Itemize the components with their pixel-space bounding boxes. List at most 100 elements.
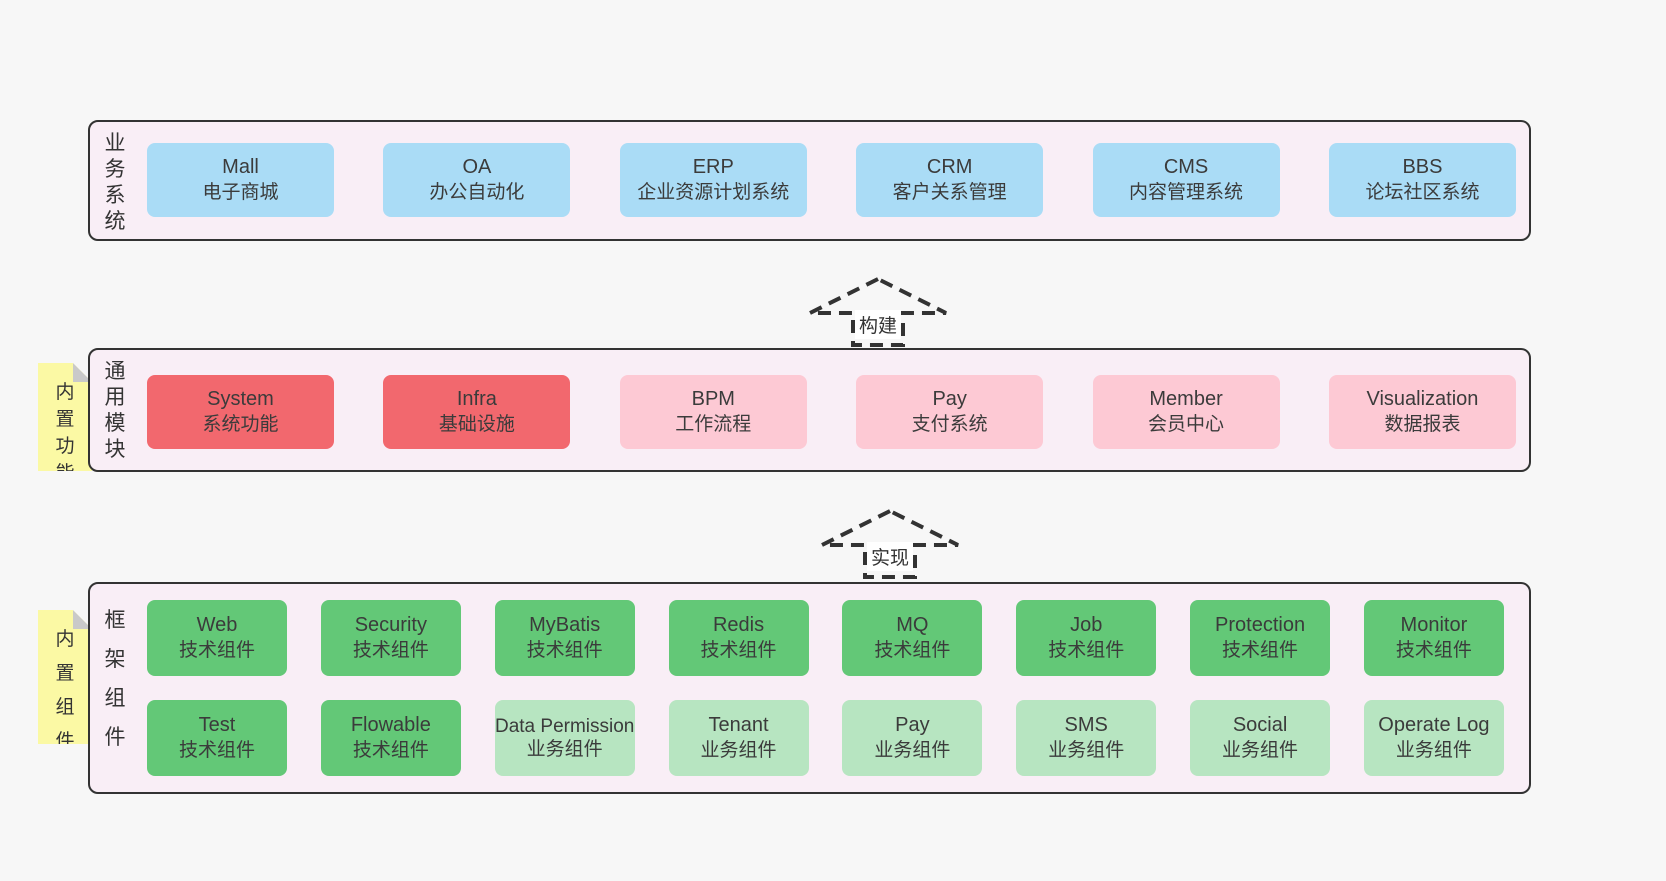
framework-row-2: Test 技术组件 Flowable 技术组件 Data Permission … <box>147 700 1504 776</box>
box-subtitle: 技术组件 <box>1048 640 1125 661</box>
implement-arrow: 实现 <box>820 508 960 579</box>
box-oa: OA 办公自动化 <box>383 143 571 217</box>
box-title: ERP <box>692 156 734 178</box>
box-title: BPM <box>691 388 735 410</box>
build-arrow: 构建 <box>808 276 948 347</box>
box-subtitle: 客户关系管理 <box>892 182 1007 203</box>
framework-components-label: 框架组件 <box>104 609 126 749</box>
box-title: Operate Log <box>1378 714 1490 736</box>
box-title: CRM <box>926 156 973 178</box>
box-erp: ERP 企业资源计划系统 <box>619 143 807 217</box>
box-subtitle: 业务组件 <box>1048 740 1125 761</box>
box-test: Test 技术组件 <box>147 700 287 776</box>
box-subtitle: 技术组件 <box>352 640 429 661</box>
box-subtitle: 企业资源计划系统 <box>637 182 790 203</box>
box-title: MQ <box>896 614 929 636</box>
box-subtitle: 技术组件 <box>700 640 777 661</box>
box-title: Tenant <box>708 714 769 736</box>
box-title: Redis <box>712 614 765 636</box>
implement-arrow-icon <box>821 508 959 579</box>
box-subtitle: 技术组件 <box>1222 640 1299 661</box>
box-mybatis: MyBatis 技术组件 <box>494 600 635 676</box>
box-title: Flowable <box>350 714 431 736</box>
business-systems-row: Mall 电子商城 OA 办公自动化 ERP 企业资源计划系统 CRM 客户关系… <box>147 143 1516 217</box>
box-title: Pay <box>932 388 967 410</box>
framework-row-1: Web 技术组件 Security 技术组件 MyBatis 技术组件 Redi… <box>147 600 1504 676</box>
box-subtitle: 技术组件 <box>352 740 429 761</box>
box-subtitle: 内容管理系统 <box>1129 182 1244 203</box>
box-flowable: Flowable 技术组件 <box>320 700 461 776</box>
box-data-permission: Data Permission 业务组件 <box>494 700 635 776</box>
common-modules-panel: 通用模块 System 系统功能 Infra 基础设施 BPM 工作流程 Pay… <box>88 348 1531 472</box>
box-title: Data Permission <box>494 716 635 737</box>
box-title: Protection <box>1215 614 1306 636</box>
box-subtitle: 论坛社区系统 <box>1365 182 1480 203</box>
box-subtitle: 电子商城 <box>202 182 279 203</box>
box-protection: Protection 技术组件 <box>1190 600 1331 676</box>
box-mall: Mall 电子商城 <box>147 143 334 217</box>
box-bpm: BPM 工作流程 <box>619 375 807 449</box>
box-title: Visualization <box>1366 388 1479 410</box>
business-systems-label: 业务系统 <box>104 132 126 233</box>
box-sms: SMS 业务组件 <box>1016 700 1157 776</box>
box-subtitle: 基础设施 <box>438 414 515 435</box>
box-title: Member <box>1149 388 1223 410</box>
box-title: Web <box>196 614 238 636</box>
box-subtitle: 业务组件 <box>874 740 951 761</box>
box-web: Web 技术组件 <box>147 600 287 676</box>
box-title: OA <box>462 156 492 178</box>
box-subtitle: 业务组件 <box>526 739 603 760</box>
box-bbs: BBS 论坛社区系统 <box>1328 143 1516 217</box>
box-operate-log: Operate Log 业务组件 <box>1363 700 1504 776</box>
box-subtitle: 工作流程 <box>675 414 752 435</box>
box-security: Security 技术组件 <box>320 600 461 676</box>
framework-components-panel: 框架组件 Web 技术组件 Security 技术组件 MyBatis 技术组件… <box>88 582 1531 794</box>
box-subtitle: 业务组件 <box>1395 740 1472 761</box>
box-title: System <box>207 388 274 410</box>
box-title: Pay <box>895 714 930 736</box>
box-subtitle: 办公自动化 <box>429 182 525 203</box>
box-crm: CRM 客户关系管理 <box>856 143 1044 217</box>
box-subtitle: 业务组件 <box>1222 740 1299 761</box>
box-subtitle: 技术组件 <box>178 740 255 761</box>
box-subtitle: 技术组件 <box>874 640 951 661</box>
box-title: BBS <box>1402 156 1443 178</box>
box-title: Mall <box>222 156 259 178</box>
box-title: Job <box>1070 614 1103 636</box>
box-subtitle: 业务组件 <box>700 740 777 761</box>
box-mq: MQ 技术组件 <box>842 600 983 676</box>
box-social: Social 业务组件 <box>1190 700 1331 776</box>
box-subtitle: 数据报表 <box>1384 414 1461 435</box>
box-pay-component: Pay 业务组件 <box>842 700 983 776</box>
common-modules-row: System 系统功能 Infra 基础设施 BPM 工作流程 Pay 支付系统… <box>147 375 1516 449</box>
box-visualization: Visualization 数据报表 <box>1328 375 1516 449</box>
build-arrow-label: 构建 <box>854 310 902 339</box>
box-system: System 系统功能 <box>147 375 334 449</box>
box-infra: Infra 基础设施 <box>383 375 571 449</box>
business-systems-panel: 业务系统 Mall 电子商城 OA 办公自动化 ERP 企业资源计划系统 CRM… <box>88 120 1531 241</box>
box-title: Social <box>1232 714 1288 736</box>
builtin-components-note: 内置组件 <box>38 610 92 744</box>
box-monitor: Monitor 技术组件 <box>1363 600 1504 676</box>
box-subtitle: 技术组件 <box>178 640 255 661</box>
builtin-features-note: 内置功能 <box>38 363 92 471</box>
box-member: Member 会员中心 <box>1092 375 1280 449</box>
box-subtitle: 技术组件 <box>526 640 603 661</box>
box-title: CMS <box>1163 156 1209 178</box>
box-title: Monitor <box>1400 614 1468 636</box>
box-redis: Redis 技术组件 <box>668 600 809 676</box>
implement-arrow-label: 实现 <box>866 542 914 571</box>
box-subtitle: 技术组件 <box>1395 640 1472 661</box>
box-title: Infra <box>456 388 497 410</box>
box-subtitle: 系统功能 <box>202 414 279 435</box>
box-tenant: Tenant 业务组件 <box>668 700 809 776</box>
box-title: Security <box>354 614 427 636</box>
box-job: Job 技术组件 <box>1016 600 1157 676</box>
box-subtitle: 支付系统 <box>911 414 988 435</box>
common-modules-label: 通用模块 <box>104 360 126 461</box>
box-title: Test <box>198 714 236 736</box>
box-subtitle: 会员中心 <box>1148 414 1225 435</box>
builtin-components-note-label: 内置组件 <box>55 629 75 752</box>
build-arrow-icon <box>809 276 947 347</box>
